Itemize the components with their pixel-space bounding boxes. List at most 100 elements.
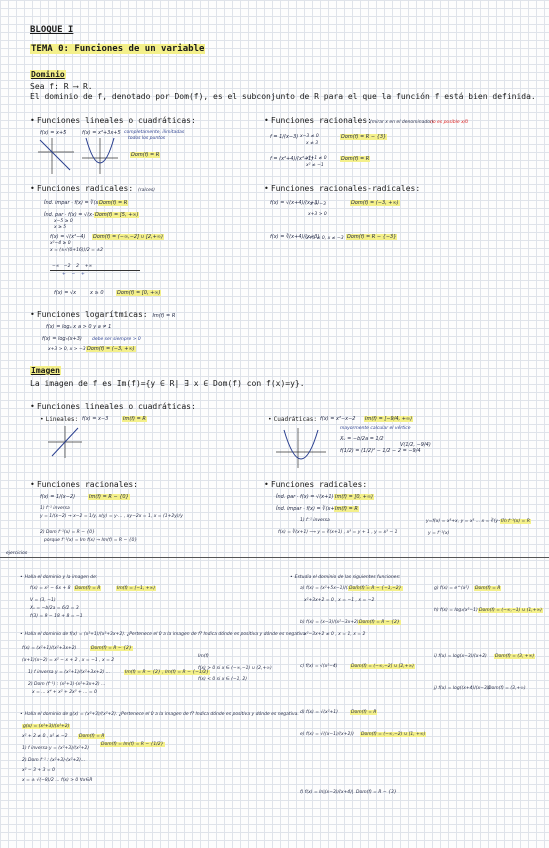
ex4h-dom: Dom(f) = (−∞,−1) ∪ (1,+∞) <box>478 608 543 613</box>
lin2-quad-f: f(x) = x²−x−2 <box>320 416 356 422</box>
ex2h: f(x) < 0 si x ∈ (−1, 2) <box>198 677 248 682</box>
lin2-vx1: Xᵥ = −b/2a = 1/2 <box>340 436 384 442</box>
ratrad-f1d: x > −3 <box>310 202 326 207</box>
ex3f: x = ± √(−8)/2 ... f(x) > 0 ∀x∈R <box>22 778 93 783</box>
lin-dom: Dom(f) = R <box>130 152 161 158</box>
rad2-inv-eq: f(x) = ∛(x+1) ⟶ y = ∛(x+1) , x³ = y + 1 … <box>278 530 398 535</box>
rad-even: Índ. par · f(x) = √(x−5) <box>44 212 102 218</box>
ex4e-dom: Dom(f) = (−∞,−2) ∪ [1, +∞) <box>360 732 427 737</box>
ex4d-dom: Dom(f) = R <box>350 710 378 715</box>
rat-f2b: x²+1 ≠ 0 <box>306 156 327 161</box>
rad2-branch2: y = f⁻¹(x) <box>428 531 450 536</box>
rad-odd-dom: Dom(f) = R <box>98 200 129 206</box>
ex2f: Im(f) = R − {2} , Im(f) = R − {−1/2} <box>124 670 211 675</box>
rad-even-dom: Dom(f) = [5, +∞) <box>94 212 140 218</box>
rat-section-title: Funciones racionales: <box>264 116 372 125</box>
rad2-odd: Índ. par · f(x) = √(x+1) <box>276 494 334 500</box>
rad2-section-title: Funciones radicales: <box>264 480 367 489</box>
ratrad-f1: f(x) = √(x+4)/(x+3) <box>270 200 320 206</box>
rat-dom2: Dom(f) = R <box>340 156 371 162</box>
lin2-parabola <box>276 428 326 468</box>
ex4b2: x²−3x+2 ≠ 0 , x = 1, x = 2 <box>304 632 366 637</box>
ex2b: (x+1)(x−2) = x² − x + 2 , x = −1 , x = 2 <box>22 658 115 663</box>
lin2-vx-note: mayormente calcular el vértice <box>340 426 411 431</box>
rad-f4b: x ≥ 0 <box>90 290 104 296</box>
ex1a-dom: Dom(f) = R <box>74 586 102 591</box>
ex4h: h) f(x) = log₂(x²−1) <box>434 608 478 613</box>
block-title: BLOQUE I <box>30 25 74 35</box>
rad-step4: x = (±√(0+16))/2 = ±2 <box>50 248 103 253</box>
ratrad-section-title: Funciones racionales-radicales: <box>264 184 420 193</box>
ex3c: 1) f inversa y = (x²+3)/(x²+2) <box>22 746 90 751</box>
ex4e: e) f(x) = √((x−1)/(x+2)) <box>300 732 354 737</box>
rat-note: (mirar x en el denominador) <box>370 120 434 125</box>
rad-sign-line <box>50 270 140 271</box>
rad2-branch1: y=f(x) = x³+x, y = x³ ... x = ∛(y−1) ... <box>426 519 513 524</box>
ex2c: 1) f inversa y = (x²+1)/(x²+3x+2) ... <box>28 670 111 675</box>
exercises-label: ejercicios <box>6 551 28 556</box>
rat-f2: f = (x²+4)/(x²+1) <box>270 156 314 162</box>
ex4a: a) f(x) = (x²+5x−1)/(x²+3x+2) <box>300 586 370 591</box>
ex1-title: Halla el dominio y la imagen de: <box>20 575 98 580</box>
log-section-title: Funciones logarítmicas: Im(f) = R <box>30 310 175 319</box>
rad2-im2: Im f⁻¹(x) = R <box>500 519 531 524</box>
rad-step3: x²−4 ≥ 0 <box>50 241 71 246</box>
rad2-even-im: Im(f) = R <box>334 506 359 512</box>
ex4a2: x²+3x+2 = 0 , x = −1 , x = −2 <box>304 598 375 603</box>
rad-section-title: Funciones radicales: (raíces) <box>30 184 155 193</box>
rad-sign-values: + − + <box>62 272 85 277</box>
domain-title: Dominio <box>30 70 66 79</box>
rad-step2: x ≥ 5 <box>54 225 67 230</box>
ex2g: f(x) > 0 si x ∈ (−∞,−1) ∪ (2,+∞) <box>198 666 272 671</box>
log-f1b: a > 0 y a ≠ 1 <box>78 324 112 330</box>
ex3-title: Halla el dominio de g(x) = (x²+3)/(x²+2)… <box>20 712 299 717</box>
ex4f: f) f(x) = ln|(x−3)/(x+4)| <box>300 790 354 795</box>
rat-f2c: x² ≠ −1 <box>306 163 324 168</box>
rad-f3-dom: Dom(f) = (−∞,−2] ∪ [2,+∞) <box>92 234 164 240</box>
rat2-inv-eq: y = 1/(x−2) → x−2 = 1/y, x(y) = y·... , … <box>40 514 183 519</box>
log-f2: f(x) = log₃(x+3) <box>42 336 82 342</box>
rad2-inv: 1) f⁻¹ inversa <box>300 518 330 523</box>
rad-f3: f(x) = √(x²−4) <box>50 234 86 240</box>
rat2-inv: 1) f⁻¹ inversa <box>40 506 70 511</box>
ex4-title: Estudia el dominio de las siguientes fun… <box>290 575 401 580</box>
rat2-im: Im(f) = R − {0} <box>88 494 130 500</box>
rad-f4: f(x) = √x <box>54 290 77 296</box>
ex4i: i) f(x) = log(x−3)/(x+2) <box>434 654 487 659</box>
lin2-graph <box>48 426 82 458</box>
quadratic-graph <box>82 137 118 174</box>
rat-f1: f = 1/(x−3) <box>270 134 299 140</box>
rad2-odd-im: Im(f) = [0, +∞) <box>334 494 374 500</box>
ex4j-dom: Dom(f) = (3,+∞) <box>488 686 526 691</box>
lin2-lin-f: f(x) = x−3 <box>82 416 109 422</box>
rad-step1: x−5 ≥ 0 <box>54 219 73 224</box>
lin2-lin-im: Im(f) = R <box>122 416 147 422</box>
lin2-quad-im: Im(f) = [−9/4, +∞) <box>364 416 414 422</box>
domain-line2: El dominio de f, denotado por Dom(f), es… <box>30 92 536 101</box>
rad-f4-dom: Dom(f) = [0, +∞) <box>116 290 162 296</box>
rad-sign-header: −∞ −2 2 +∞ <box>52 264 93 269</box>
ex3a: g(x) = (x²+3)/(x²+2) <box>22 724 71 729</box>
lin2-section-title: Funciones lineales o cuadráticas: <box>30 402 196 411</box>
ex1b: V = (3, −1) <box>30 598 56 603</box>
image-line: La imagen de f es Im(f)={y ∈ R| ∃ x ∈ Do… <box>30 379 305 388</box>
ex4j: j) f(x) = log((x+4)/(x−3)) <box>434 686 491 691</box>
ex4f-dom: Dom(f) = R − {3} <box>356 790 397 795</box>
lin-f2: f(x) = x²+3x+5 <box>82 130 121 136</box>
ex4g-dom: Dom(f) = R <box>474 586 502 591</box>
lin-note2: todos los puntos <box>128 136 166 141</box>
ex2a: f(x) = (x²+1)/(x²+3x+2) <box>22 646 77 651</box>
rat-f1b: x−3 ≠ 0 <box>300 134 319 139</box>
ex4i-dom: Dom(f) = (3, +∞) <box>494 654 536 659</box>
ex2e: x = ... x⁴ + x² + 2x³ + ... = 0 <box>32 690 97 695</box>
lin2-lineales: Lineales: <box>40 416 79 423</box>
ex3e: x² − 3 + 3 = 0 <box>22 768 55 773</box>
ratrad-f2: f(x) = ∛(x+4)/(x+3) <box>270 234 320 240</box>
ex2a-dom: Dom(f) = R − {2} <box>90 646 133 651</box>
ex2d: 2) Dom (f⁻¹) : (x²+1)·(x²+3x+2) ... <box>28 682 106 687</box>
rat2-dom-inv: 2) Dom f⁻¹(x) = R − {0} <box>40 530 95 535</box>
ex3b: x² + 2 ≠ 0 , x² ≠ −2 <box>22 734 68 739</box>
ex3c-dom: Dom(f) = Im(f) = R − {1/2} <box>100 742 165 747</box>
ratrad-dom1: Dom(f) = (−3, +∞) <box>350 200 400 206</box>
image-title: Imagen <box>30 366 61 375</box>
